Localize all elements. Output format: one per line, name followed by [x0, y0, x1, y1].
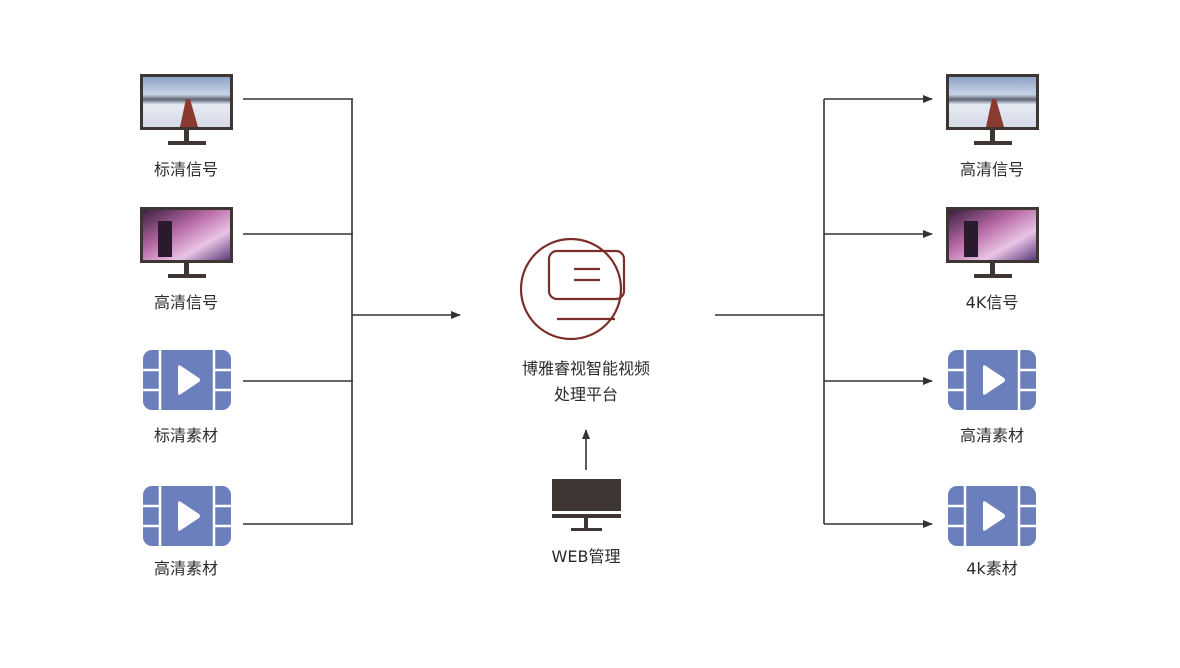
video-film-icon [946, 348, 1038, 412]
video-film-icon [141, 348, 233, 412]
output-label-hd-material: 高清素材 [959, 426, 1024, 445]
platform-title-line1: 博雅睿视智能视频 [521, 359, 650, 378]
output-label-hd-signal: 高清信号 [959, 160, 1024, 179]
platform-title-line2: 处理平台 [553, 385, 618, 404]
video-film-icon [946, 484, 1038, 548]
output-label-4k-material: 4k素材 [966, 559, 1018, 578]
monitor-concert-icon [946, 207, 1039, 278]
video-film-icon [141, 484, 233, 548]
input-label-hd-material: 高清素材 [153, 559, 218, 578]
input-label-hd-signal: 高清信号 [153, 293, 218, 312]
monitor-concert-icon [140, 207, 233, 278]
platform-icon [519, 237, 626, 341]
monitor-snow-icon [140, 74, 233, 145]
input-label-sd-signal: 标清信号 [153, 160, 218, 179]
monitor-snow-icon [946, 74, 1039, 145]
input-label-sd-material: 标清素材 [153, 426, 218, 445]
web-management-label: WEB管理 [551, 547, 621, 566]
input-connectors [243, 98, 461, 525]
output-label-4k-signal: 4K信号 [965, 293, 1019, 312]
output-connectors [715, 95, 933, 528]
web-monitor-icon [552, 479, 621, 531]
